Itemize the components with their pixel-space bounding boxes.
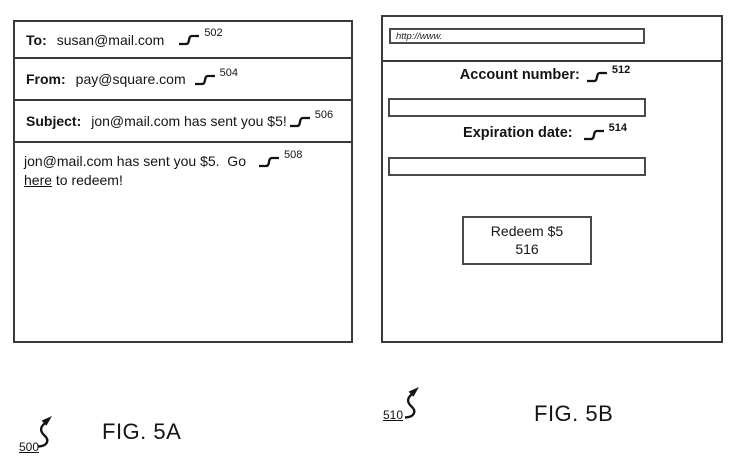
- email-to-row: To: susan@mail.com 502: [15, 22, 351, 59]
- body-text-line1: jon@mail.com has sent you $5. Go: [24, 153, 246, 169]
- redeem-here-link[interactable]: here: [24, 172, 53, 188]
- figure-ref-510: 510: [383, 408, 404, 422]
- from-label: From:: [26, 71, 66, 87]
- ref-number-504: 504: [219, 66, 238, 79]
- ref-leader-icon: [194, 74, 215, 85]
- to-value: susan@mail.com: [56, 31, 165, 48]
- redeem-button-ref: 516: [515, 240, 539, 257]
- account-number-input[interactable]: [388, 98, 646, 117]
- ref-number-508: 508: [283, 149, 303, 161]
- figure-title-5a: FIG. 5A: [102, 419, 182, 444]
- browser-window-panel: http://www. Account number: 512 Expirati…: [381, 15, 723, 343]
- email-from-row: From: pay@square.com 504: [15, 59, 351, 101]
- redeem-button[interactable]: Redeem $5 516: [462, 216, 592, 265]
- body-text-line2: to redeem!: [52, 172, 123, 188]
- ref-leader-512: 512: [586, 64, 630, 83]
- account-number-label: Account number:: [459, 67, 580, 83]
- expiration-date-label-row: Expiration date: 514: [383, 122, 707, 144]
- ref-leader-icon: [583, 129, 604, 141]
- email-subject-row: Subject: jon@mail.com has sent you $5! 5…: [15, 101, 351, 143]
- figure-title-5b: FIG. 5B: [534, 401, 614, 426]
- ref-leader-504: 504: [194, 67, 238, 86]
- expiration-date-label: Expiration date:: [463, 125, 573, 141]
- account-number-label-row: Account number: 512: [383, 64, 707, 86]
- email-body-line2: here to redeem!: [24, 171, 343, 190]
- ref-leader-508: 508: [258, 149, 302, 168]
- figure-pointer-arrow-icon: [37, 416, 52, 448]
- ref-leader-502: 502: [178, 27, 223, 46]
- url-address-input[interactable]: http://www.: [389, 28, 645, 44]
- ref-leader-icon: [586, 71, 607, 83]
- figure-pointer-arrow-icon: [404, 387, 419, 419]
- redeem-button-label: Redeem $5: [490, 223, 564, 239]
- ref-number-514: 514: [608, 122, 627, 134]
- figure-ref-500: 500: [19, 440, 40, 454]
- expiration-date-input[interactable]: [388, 157, 646, 176]
- ref-number-502: 502: [204, 27, 223, 39]
- from-value: pay@square.com: [75, 71, 186, 87]
- subject-value: jon@mail.com has sent you $5!: [91, 113, 287, 129]
- ref-leader-icon: [179, 34, 200, 46]
- ref-leader-514: 514: [583, 122, 627, 141]
- email-body: jon@mail.com has sent you $5. Go 508 her…: [15, 143, 351, 190]
- email-body-line1: jon@mail.com has sent you $5. Go 508: [24, 149, 343, 171]
- ref-leader-icon: [258, 156, 279, 168]
- subject-label: Subject:: [26, 113, 82, 129]
- to-label: To:: [26, 31, 47, 48]
- url-value: http://www.: [396, 31, 443, 42]
- ref-leader-icon: [289, 116, 310, 127]
- email-message-panel: To: susan@mail.com 502 From: pay@square.…: [13, 20, 353, 343]
- ref-leader-506: 506: [289, 109, 333, 128]
- ref-number-506: 506: [314, 108, 334, 121]
- browser-chrome-bar: http://www.: [383, 17, 721, 62]
- ref-number-512: 512: [611, 64, 631, 76]
